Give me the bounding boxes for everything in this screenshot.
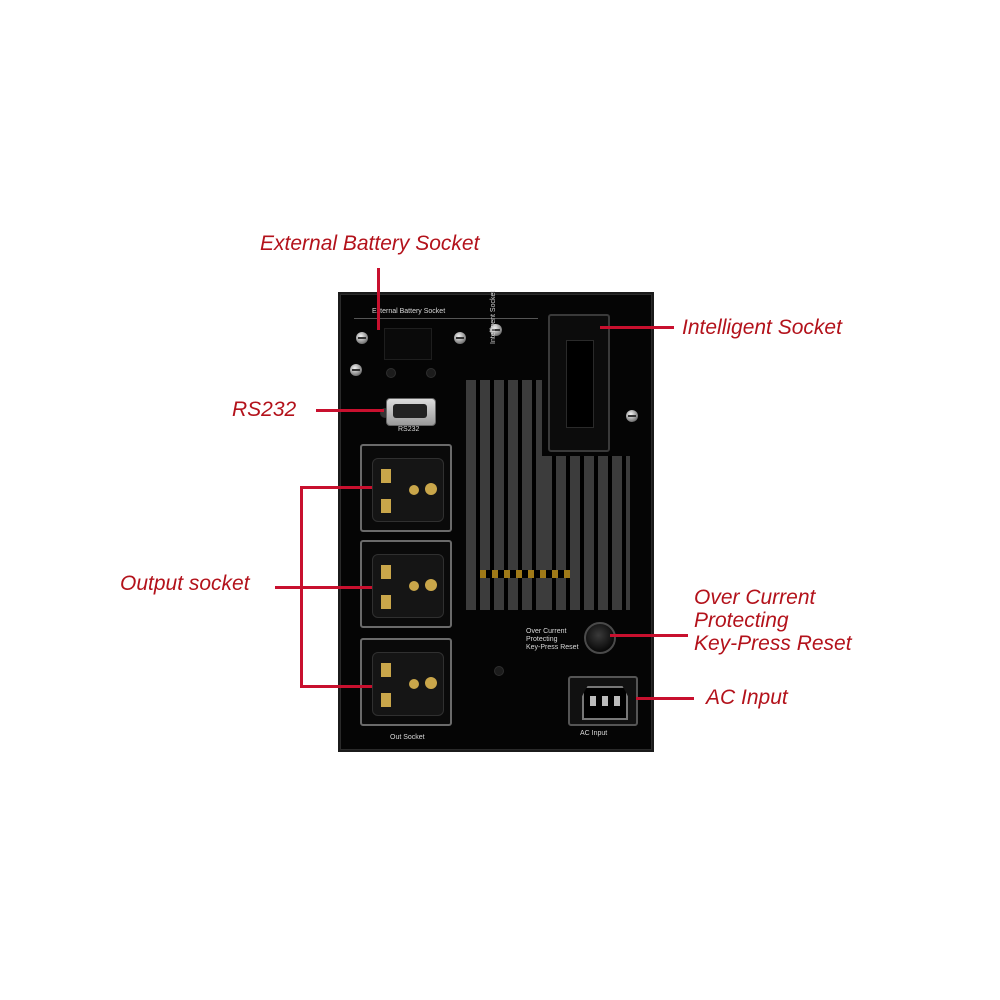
ac-input-pin: [614, 696, 620, 706]
leader-line-external-battery: [377, 268, 380, 330]
rs232-port-pins: [393, 404, 427, 418]
screw-icon: [490, 324, 502, 336]
callout-over-current-line-1: Over Current: [694, 586, 816, 609]
ac-input-silkscreen: AC Input: [580, 730, 608, 737]
external-battery-silkscreen: External Battery Socket: [372, 308, 446, 315]
outlet-pin: [381, 663, 391, 677]
external-battery-socket: [384, 328, 432, 360]
callout-ac-input: AC Input: [706, 686, 788, 709]
ac-input-socket[interactable]: [568, 676, 638, 726]
leader-line-output-2: [300, 586, 372, 589]
outlet-pin: [381, 565, 391, 579]
output-socket-1[interactable]: [360, 444, 452, 532]
callout-over-current-line-2: Protecting: [694, 609, 789, 632]
over-current-silkscreen-2: Protecting: [526, 636, 558, 643]
outlet-face: [372, 458, 444, 522]
over-current-silkscreen-1: Over Current: [526, 628, 567, 635]
output-socket-3[interactable]: [360, 638, 452, 726]
intelligent-socket-slot: [566, 340, 594, 428]
intelligent-socket[interactable]: [548, 314, 610, 452]
leader-line-output-1: [300, 486, 372, 489]
leader-line-output-3: [300, 685, 372, 688]
rs232-port[interactable]: [386, 398, 436, 426]
callout-over-current: Over Current Protecting Key-Press Reset: [694, 586, 852, 655]
outlet-pin: [409, 679, 419, 689]
ac-input-pin: [590, 696, 596, 706]
callout-over-current-line-3: Key-Press Reset: [694, 632, 852, 655]
screw-icon: [350, 364, 362, 376]
outlet-pin: [381, 469, 391, 483]
ventilation-grille-lower: [542, 456, 630, 610]
leader-line-ac-input: [636, 697, 694, 700]
callout-rs232: RS232: [232, 398, 297, 421]
ac-input-pin: [602, 696, 608, 706]
leader-line-output-main: [275, 586, 303, 589]
outlet-pin: [409, 485, 419, 495]
out-socket-silkscreen: Out Socket: [390, 734, 425, 741]
over-current-silkscreen-3: Key-Press Reset: [526, 644, 579, 651]
outlet-pin: [409, 581, 419, 591]
mount-hole: [386, 368, 396, 378]
outlet-pin: [425, 483, 437, 495]
over-current-reset-button[interactable]: [584, 622, 616, 654]
intelligent-socket-silkscreen: Intelligent Socket: [490, 290, 497, 344]
outlet-pin: [425, 677, 437, 689]
outlet-pin: [381, 499, 391, 513]
top-label-strip: [354, 306, 538, 319]
callout-external-battery-socket: External Battery Socket: [260, 232, 480, 255]
outlet-pin: [381, 595, 391, 609]
output-socket-2[interactable]: [360, 540, 452, 628]
outlet-face: [372, 652, 444, 716]
screw-icon: [454, 332, 466, 344]
leader-line-over-current: [610, 634, 688, 637]
screw-icon: [356, 332, 368, 344]
screw-icon: [626, 410, 638, 422]
grille-warning-stripe: [480, 570, 570, 578]
mount-hole: [494, 666, 504, 676]
mount-hole: [426, 368, 436, 378]
leader-line-rs232: [316, 409, 384, 412]
outlet-pin: [381, 693, 391, 707]
outlet-pin: [425, 579, 437, 591]
rs232-silkscreen: RS232: [398, 426, 420, 433]
callout-output-socket: Output socket: [120, 572, 250, 595]
leader-line-intelligent: [600, 326, 674, 329]
callout-intelligent-socket: Intelligent Socket: [682, 316, 842, 339]
outlet-face: [372, 554, 444, 618]
